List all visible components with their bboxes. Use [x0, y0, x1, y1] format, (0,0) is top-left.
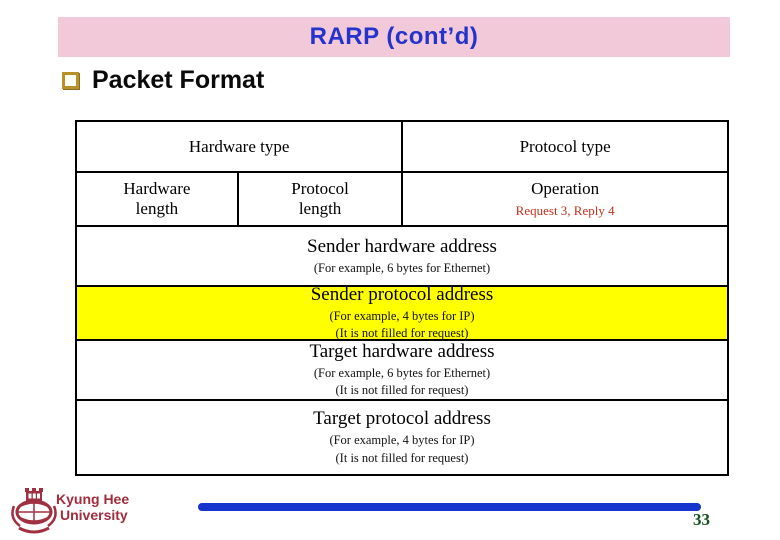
- cell-hardware-type: Hardware type: [77, 122, 404, 171]
- table-row-lengths-operation: Hardware length Protocol length Operatio…: [77, 173, 727, 227]
- sender-protocol-address-note1: (For example, 4 bytes for IP): [329, 308, 475, 323]
- cell-protocol-type: Protocol type: [403, 122, 727, 171]
- title-bar: RARP (cont’d): [58, 17, 730, 57]
- footer-divider-line: [198, 503, 701, 511]
- operation-note: Request 3, Reply 4: [515, 202, 615, 218]
- cell-sender-protocol-address: Sender protocol address (For example, 4 …: [77, 283, 727, 341]
- university-name-line2: University: [60, 506, 128, 523]
- table-row-target-hardware: Target hardware address (For example, 6 …: [77, 341, 727, 401]
- sender-protocol-address-label: Sender protocol address: [310, 283, 494, 305]
- cell-target-protocol-address: Target protocol address (For example, 4 …: [77, 401, 727, 474]
- university-crest-logo-icon: [11, 488, 57, 534]
- table-row-sender-hardware: Sender hardware address (For example, 6 …: [77, 227, 727, 287]
- target-protocol-address-label: Target protocol address: [313, 408, 491, 430]
- sender-protocol-address-note2: (It is not filled for request): [335, 326, 469, 341]
- target-hardware-address-label: Target hardware address: [309, 340, 495, 362]
- table-row-sender-protocol: Sender protocol address (For example, 4 …: [77, 283, 727, 341]
- slide-title: RARP (cont’d): [309, 23, 479, 50]
- target-hardware-address-note2: (It is not filled for request): [335, 383, 469, 398]
- university-name: Kyung Hee University: [56, 491, 130, 523]
- cell-target-hardware-address: Target hardware address (For example, 6 …: [77, 341, 727, 399]
- university-name-line1: Kyung Hee: [56, 491, 130, 507]
- target-protocol-address-note2: (It is not filled for request): [335, 450, 469, 465]
- protocol-length-label: Protocol length: [291, 179, 349, 218]
- cell-sender-hardware-address: Sender hardware address (For example, 6 …: [77, 227, 727, 285]
- sender-hardware-address-label: Sender hardware address: [307, 235, 497, 257]
- hardware-length-label: Hardware length: [123, 179, 191, 218]
- cell-hardware-length: Hardware length: [77, 173, 239, 225]
- table-row-target-protocol: Target protocol address (For example, 4 …: [77, 401, 727, 474]
- packet-format-table: Hardware type Protocol type Hardware len…: [75, 120, 729, 476]
- cell-operation: Operation Request 3, Reply 4: [403, 173, 727, 225]
- square-bullet-icon: [62, 72, 79, 89]
- operation-label: Operation: [531, 179, 600, 199]
- table-row-types: Hardware type Protocol type: [77, 122, 727, 173]
- target-protocol-address-note1: (For example, 4 bytes for IP): [329, 433, 475, 448]
- target-hardware-address-note1: (For example, 6 bytes for Ethernet): [313, 365, 491, 380]
- section-heading-label: Packet Format: [92, 66, 265, 94]
- hardware-type-label: Hardware type: [188, 136, 290, 156]
- sender-hardware-address-note: (For example, 6 bytes for Ethernet): [313, 260, 491, 275]
- cell-protocol-length: Protocol length: [239, 173, 404, 225]
- section-heading: Packet Format: [62, 66, 264, 95]
- page-number: 33: [693, 510, 710, 529]
- protocol-type-label: Protocol type: [519, 136, 611, 156]
